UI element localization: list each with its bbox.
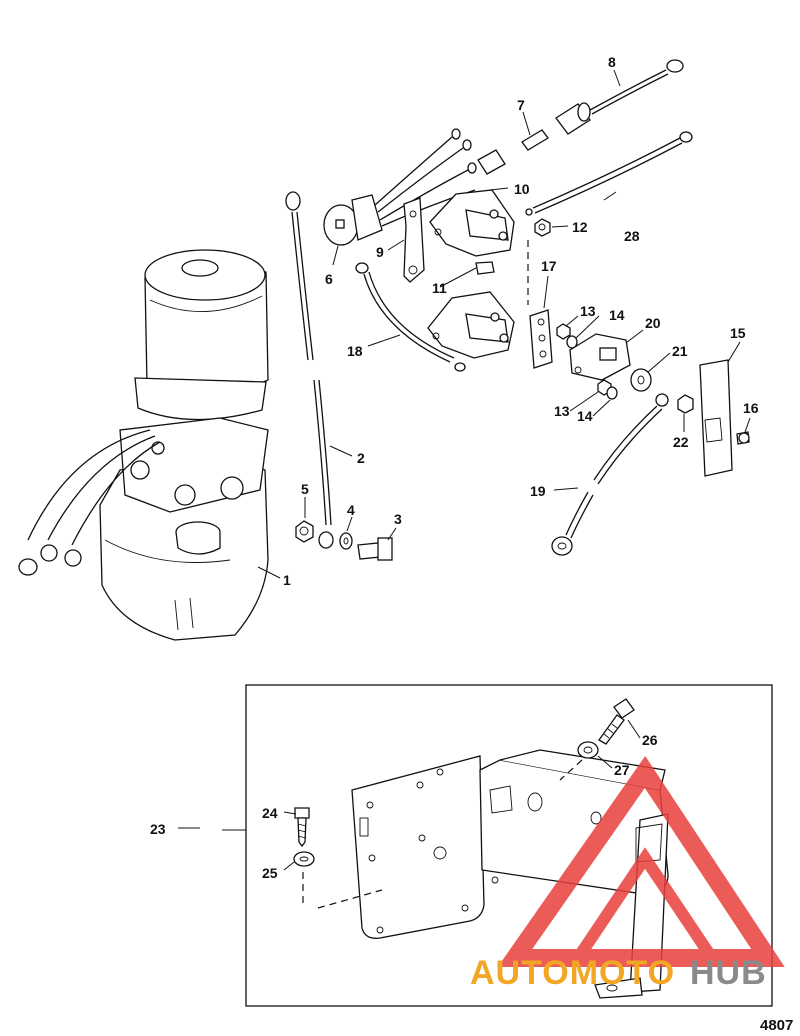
callout-10: 10 bbox=[514, 181, 530, 197]
ground-cable-2 bbox=[285, 191, 334, 549]
callout-7: 7 bbox=[517, 97, 525, 113]
washer-27 bbox=[577, 741, 599, 759]
callout-17: 17 bbox=[541, 258, 557, 274]
callout-8: 8 bbox=[608, 54, 616, 70]
solenoid-lower bbox=[427, 291, 515, 359]
callout-16: 16 bbox=[743, 400, 759, 416]
callout-14-lower: 14 bbox=[577, 408, 593, 424]
watermark-text-hub: HUB bbox=[690, 954, 767, 992]
bracket-9 bbox=[403, 197, 425, 283]
nut-5 bbox=[295, 520, 314, 543]
pump-motor-assembly bbox=[18, 249, 269, 641]
callout-13-upper: 13 bbox=[580, 303, 596, 319]
callout-25: 25 bbox=[262, 865, 278, 881]
watermark-text-automoto: AUTOMOTO bbox=[470, 954, 675, 992]
screw-16 bbox=[736, 431, 750, 445]
callout-4: 4 bbox=[347, 502, 355, 518]
callout-6: 6 bbox=[325, 271, 333, 287]
callout-21: 21 bbox=[672, 343, 688, 359]
washer-14-upper bbox=[566, 335, 578, 349]
leader-lines bbox=[178, 69, 751, 871]
figure-number: 4807 bbox=[760, 1017, 793, 1034]
washer-25 bbox=[293, 851, 315, 867]
callout-12: 12 bbox=[572, 219, 588, 235]
callout-2: 2 bbox=[357, 450, 365, 466]
lead-28 bbox=[525, 131, 693, 216]
callout-14-upper: 14 bbox=[609, 307, 625, 323]
callout-20: 20 bbox=[645, 315, 661, 331]
callout-19: 19 bbox=[530, 483, 546, 499]
fuse-holder-lead-8 bbox=[555, 59, 684, 135]
callout-3: 3 bbox=[394, 511, 402, 527]
washer-4 bbox=[339, 532, 353, 550]
nut-12 bbox=[534, 218, 551, 237]
callout-9: 9 bbox=[376, 244, 384, 260]
callout-22: 22 bbox=[673, 434, 689, 450]
callout-1: 1 bbox=[283, 572, 291, 588]
bar-15 bbox=[699, 359, 733, 477]
terminal-block-17 bbox=[527, 240, 553, 369]
bolt-3 bbox=[357, 537, 393, 561]
callout-23: 23 bbox=[150, 821, 166, 837]
bolt-24 bbox=[294, 807, 310, 848]
watermark-logo bbox=[497, 755, 785, 967]
washer-21 bbox=[630, 368, 652, 392]
callout-13-lower: 13 bbox=[554, 403, 570, 419]
nut-22 bbox=[677, 394, 694, 414]
bracket-inset-box bbox=[245, 684, 773, 1007]
fuse-7 bbox=[521, 129, 549, 151]
callout-27: 27 bbox=[614, 762, 630, 778]
cable-19 bbox=[551, 393, 669, 556]
callout-24: 24 bbox=[262, 805, 278, 821]
nut-13-upper bbox=[556, 323, 571, 340]
screw-11 bbox=[475, 261, 495, 275]
callout-28: 28 bbox=[624, 228, 640, 244]
cable-18 bbox=[355, 262, 466, 372]
watermark-text: AUTOMOTO HUB bbox=[470, 954, 767, 992]
callout-15: 15 bbox=[730, 325, 746, 341]
callout-26: 26 bbox=[642, 732, 658, 748]
washer-14-lower bbox=[606, 386, 618, 400]
callout-5: 5 bbox=[301, 481, 309, 497]
bolt-26 bbox=[598, 698, 635, 745]
callout-18: 18 bbox=[347, 343, 363, 359]
callout-labels: 1 2 3 4 5 6 7 8 9 10 11 12 13 14 13 14 1… bbox=[150, 54, 759, 881]
relay-20 bbox=[569, 333, 631, 381]
callout-11: 11 bbox=[432, 280, 447, 296]
solenoid-10 bbox=[429, 189, 515, 257]
